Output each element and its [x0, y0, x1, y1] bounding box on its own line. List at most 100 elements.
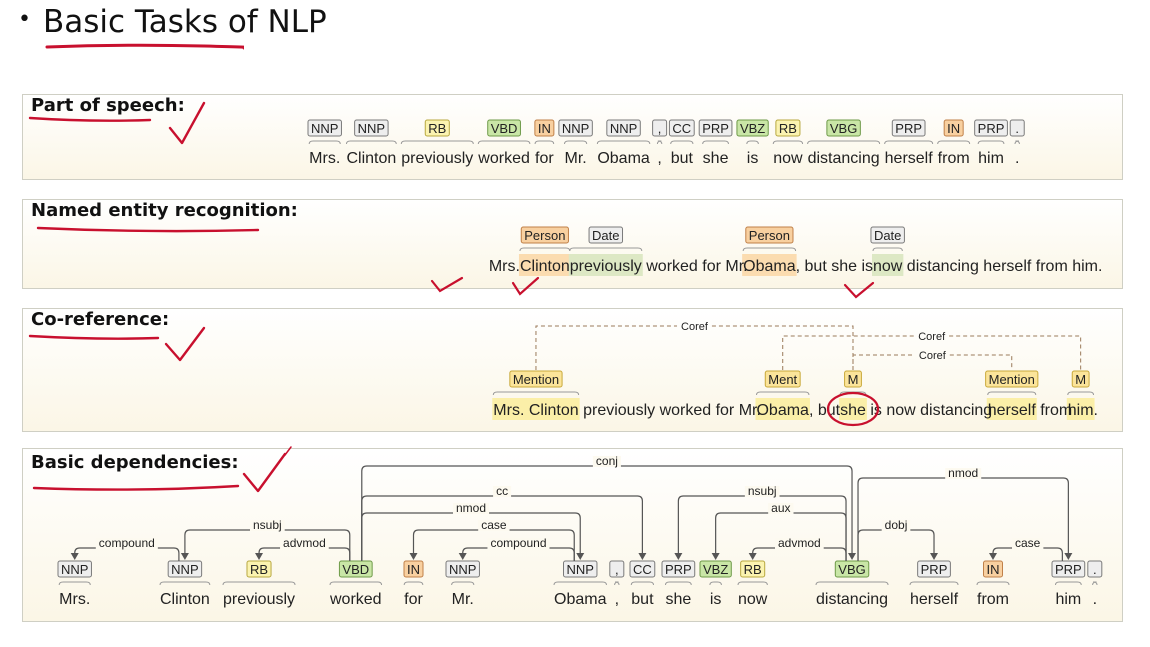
- coref-tag-m-box: [1071, 370, 1090, 388]
- pos-tag-prp: PRP: [891, 119, 926, 137]
- dep-word-herself: herself: [910, 591, 959, 608]
- pos-tag-vbz-text: VBZ: [740, 121, 765, 136]
- pos-tag-rb-box: [775, 119, 801, 137]
- dep-tag-nnp-box: [563, 560, 598, 578]
- dep-word-punct: ,: [615, 591, 619, 608]
- pos-tag-in: IN: [943, 119, 964, 137]
- ner-highlight: [742, 254, 797, 276]
- dep-word-for: for: [404, 591, 423, 608]
- coref-tag-m-box: [844, 370, 862, 388]
- coref-text-segment: is now distancing: [866, 402, 997, 419]
- dep-label-bg: [478, 520, 510, 531]
- pos-word-now: now: [773, 150, 803, 167]
- pos-tag-vbd-text: VBD: [491, 121, 518, 136]
- dep-tag-vbd-box: [338, 560, 373, 578]
- span-bracket: [702, 140, 729, 145]
- dep-tag-rb-box: [740, 560, 766, 578]
- dep-tag-nnp: NNP: [167, 560, 203, 578]
- bullet-icon: •: [18, 7, 31, 32]
- span-bracket: [1092, 581, 1098, 586]
- dep-label-bg: [280, 538, 329, 549]
- dep-tag-prp: PRP: [661, 560, 696, 578]
- check-mark-ink: [168, 101, 206, 145]
- dep-tag-prp-text: PRP: [1055, 562, 1082, 577]
- dep-label-bg: [945, 468, 982, 479]
- span-bracket: [553, 581, 607, 586]
- span-bracket: [614, 581, 620, 586]
- span-bracket: [1067, 391, 1095, 396]
- ner-highlight: [568, 254, 643, 276]
- dep-tag-in-text: IN: [407, 562, 420, 577]
- ner-text-segment: worked for Mr.: [642, 258, 752, 275]
- span-bracket: [815, 581, 889, 586]
- dep-word-is: is: [710, 591, 722, 608]
- dep-tag-punct-box: [609, 560, 625, 578]
- dep-word-punct: .: [1093, 591, 1097, 608]
- dep-arc-label: nsubj: [748, 484, 777, 498]
- ner-label: Named entity recognition:: [31, 200, 298, 221]
- dep-tag-nnp-text: NNP: [567, 562, 594, 577]
- dep-tag-rb: RB: [246, 560, 272, 578]
- span-bracket: [534, 140, 555, 145]
- dep-word-him: him: [1055, 591, 1081, 608]
- ner-text-segment: distancing herself from him.: [902, 258, 1102, 275]
- coref-link-label: Coref: [681, 321, 709, 333]
- pos-tag-nnp-text: NNP: [311, 121, 338, 136]
- pos-tag-nnp: NNP: [307, 119, 342, 137]
- pos-tag-in: IN: [534, 119, 555, 137]
- span-bracket: [1014, 140, 1020, 145]
- underline-ink: [28, 334, 160, 340]
- dep-tag-prp-box: [1051, 560, 1086, 578]
- underline-ink: [28, 116, 152, 122]
- pos-word-she: she: [703, 150, 729, 167]
- pos-tag-vbd-box: [487, 119, 521, 137]
- span-bracket: [596, 140, 651, 145]
- dep-tag-cc: CC: [629, 560, 656, 578]
- title-underline-ink: [45, 43, 244, 50]
- dep-tag-prp-box: [661, 560, 696, 578]
- dep-tag-prp: PRP: [1051, 560, 1086, 578]
- ner-highlight: [518, 254, 571, 276]
- check-mark-ink: [164, 326, 206, 362]
- dep-word-distancing: distancing: [816, 591, 888, 608]
- span-bracket: [709, 581, 722, 586]
- dep-tag-vbz-text: VBZ: [703, 562, 728, 577]
- coref-tag-m: M: [844, 370, 862, 388]
- slide-title-text: Basic Tasks of NLP: [42, 4, 327, 40]
- pos-tag-prp-box: [891, 119, 926, 137]
- pos-tag-prp-box: [974, 119, 1008, 137]
- pos-tag-punct-box: [652, 119, 668, 137]
- pos-tag-cc-text: CC: [672, 121, 691, 136]
- span-bracket: [976, 581, 1010, 586]
- coref-link-label: Coref: [919, 350, 947, 362]
- slide-title: • Basic Tasks of NLP: [18, 4, 327, 40]
- pos-word-distancing: distancing: [808, 150, 880, 167]
- coref-highlight: [755, 398, 810, 420]
- span-bracket: [630, 581, 655, 586]
- pos-tag-nnp-box: [354, 119, 389, 137]
- pos-word-but: but: [671, 150, 694, 167]
- dep-tag-vbd: VBD: [338, 560, 373, 578]
- pos-tag-vbz-box: [736, 119, 769, 137]
- dep-tag-in: IN: [983, 560, 1003, 578]
- coref-text-segment: .: [1094, 402, 1098, 419]
- span-bracket: [58, 581, 91, 586]
- ner-tag-date-text: Date: [592, 228, 619, 243]
- span-bracket: [477, 140, 531, 145]
- pos-tag-nnp-box: [307, 119, 342, 137]
- ner-highlight: [872, 254, 904, 276]
- dep-word-now: now: [738, 591, 768, 608]
- dep-tag-nnp: NNP: [563, 560, 598, 578]
- span-bracket: [664, 581, 692, 586]
- span-bracket: [222, 581, 296, 586]
- pos-tag-nnp-text: NNP: [358, 121, 385, 136]
- pos-tag-punct: ,: [652, 119, 668, 137]
- pos-tag-nnp: NNP: [354, 119, 389, 137]
- ner-tag-person-text: Person: [524, 228, 565, 243]
- pos-tag-rb-text: RB: [779, 121, 797, 136]
- coref-tag-ment-text: Ment: [768, 372, 797, 387]
- coref-panel: Co-reference:: [22, 308, 1123, 432]
- pos-tag-punct-text: .: [1015, 121, 1019, 136]
- dep-tag-nnp-text: NNP: [449, 562, 476, 577]
- coref-tag-ment: Ment: [764, 370, 801, 388]
